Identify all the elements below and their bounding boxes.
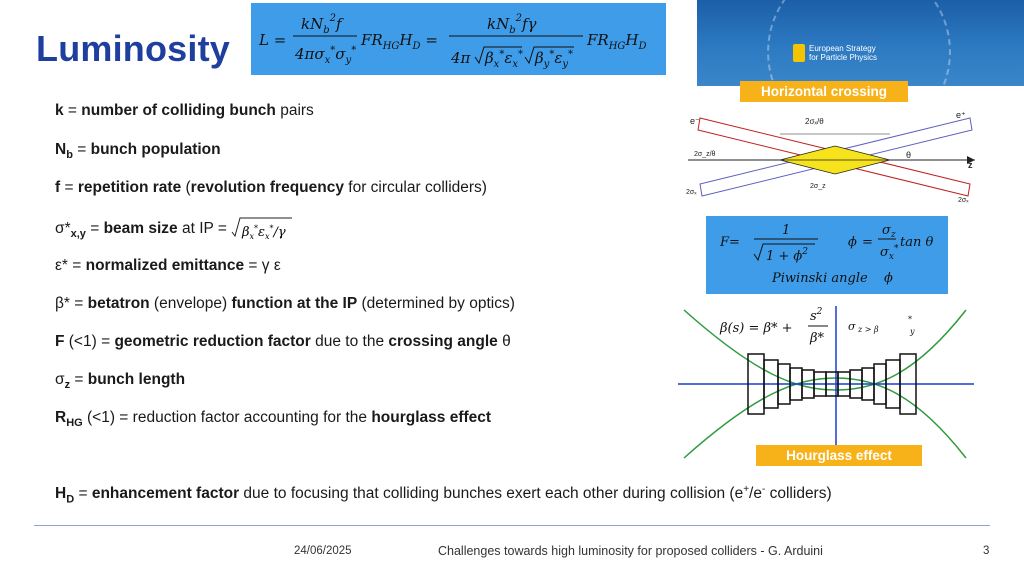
- diag-left1: 2σ_z/θ: [694, 151, 716, 158]
- page-title: Luminosity: [36, 28, 231, 69]
- piwinski-formula: F= 1 1 + ϕ2 ϕ = σz σx* tan θ Piwinski an…: [719, 223, 933, 286]
- diag-e-plus-label: e⁺: [956, 110, 966, 120]
- diag-right: 2σₓ: [958, 197, 969, 204]
- svg-text:L =: L =: [258, 31, 286, 49]
- piwinski-label: Piwinski angle: [771, 271, 868, 286]
- diag-mid: 2σ_z: [810, 183, 826, 190]
- svg-text:y: y: [909, 327, 915, 336]
- hourglass-effect-label: Hourglass effect: [756, 445, 922, 466]
- diag-left2: 2σₓ: [686, 189, 697, 196]
- svg-text:βx*εx*/γ: βx*εx*/γ: [241, 224, 286, 241]
- beam-size-formula: βx*εx*/γ: [231, 217, 293, 241]
- piwinski-box: F= 1 1 + ϕ2 ϕ = σz σx* tan θ Piwinski an…: [706, 216, 948, 294]
- svg-text:ϕ: ϕ: [848, 235, 857, 250]
- luminosity-formula: L = kNb2f 4πσx*σy* FRHGHD = kNb2fγ 4π βx…: [251, 3, 666, 75]
- photo-logo: European Strategy for Particle Physics: [809, 44, 877, 62]
- svg-text:4πσx*σy*: 4πσx*σy*: [294, 45, 356, 66]
- svg-text:σz: σz: [882, 223, 896, 240]
- def-sigz: σz = bunch length: [55, 371, 186, 392]
- svg-text:β(s) = β* +: β(s) = β* +: [719, 321, 793, 336]
- svg-text:σx*: σx*: [880, 244, 899, 262]
- photo-logo-line1: European Strategy: [809, 44, 876, 53]
- def-k: k = number of colliding bunch pairs: [55, 102, 314, 119]
- svg-text:4π: 4π: [450, 49, 472, 67]
- svg-text:β*: β*: [809, 331, 825, 346]
- svg-text:FRHGHD =: FRHGHD =: [360, 31, 438, 52]
- horizontal-crossing-label: Horizontal crossing: [740, 81, 908, 102]
- page-number: 3: [983, 545, 990, 557]
- svg-text:kNb2f: kNb2f: [301, 13, 344, 36]
- decorative-ring: [767, 0, 951, 86]
- svg-text:βx*εx*: βx*εx*: [484, 49, 523, 70]
- svg-text:F=: F=: [719, 235, 740, 250]
- def-sigma: σ*x,y = beam size at IP = βx*εx*/γ: [55, 216, 293, 242]
- diag-e-minus: e⁻: [690, 116, 700, 126]
- svg-text:z > β: z > β: [857, 325, 879, 334]
- diag-z: z: [968, 160, 973, 170]
- svg-text:FRHGHD: FRHGHD: [586, 31, 647, 52]
- sigma-z-relation: σ: [848, 320, 856, 333]
- svg-text:βy*εy*: βy*εy*: [534, 49, 573, 70]
- svg-text:kNb2fγ: kNb2fγ: [487, 13, 537, 36]
- photo-logo-line2: for Particle Physics: [809, 53, 878, 62]
- svg-text:=: =: [862, 235, 873, 250]
- footer-date: 24/06/2025: [294, 545, 352, 557]
- def-f: f = repetition rate (revolution frequenc…: [55, 179, 487, 196]
- svg-text:tan θ: tan θ: [900, 235, 933, 250]
- def-rhg: RHG (<1) = reduction factor accounting f…: [55, 409, 492, 430]
- diag-theta: θ: [906, 150, 911, 160]
- def-F: F (<1) = geometric reduction factor due …: [55, 333, 511, 350]
- def-eps: ε* = normalized emittance = γ ε: [55, 257, 281, 274]
- header-photo: European Strategy for Particle Physics: [697, 0, 1024, 86]
- footer-title: Challenges towards high luminosity for p…: [438, 544, 823, 558]
- svg-text:*: *: [908, 315, 912, 324]
- diag-top-label: 2σₓ/θ: [805, 117, 824, 126]
- crossing-angle-diagram: 2σₓ/θ e⁻ e⁺ z θ 2σ_z/θ 2σₓ 2σ_z 2σₓ: [686, 110, 975, 204]
- svg-text:1: 1: [782, 223, 790, 238]
- def-nb: Nb = bunch population: [55, 141, 221, 162]
- svg-text:1 + ϕ2: 1 + ϕ2: [766, 247, 808, 264]
- hourglass-diagram: β(s) = β* + s2 β* σ z > β * y: [678, 306, 974, 466]
- luminosity-formula-svg: L = kNb2f 4πσx*σy* FRHGHD = kNb2fγ 4π βx…: [258, 13, 647, 70]
- footer-divider: [34, 525, 990, 526]
- svg-text:s2: s2: [810, 307, 823, 324]
- def-hd: HD = enhancement factor due to focusing …: [55, 484, 832, 506]
- svg-text:ϕ: ϕ: [884, 271, 893, 286]
- def-beta: β* = betatron (envelope) function at the…: [55, 295, 515, 312]
- eu-flag-icon: [793, 44, 805, 62]
